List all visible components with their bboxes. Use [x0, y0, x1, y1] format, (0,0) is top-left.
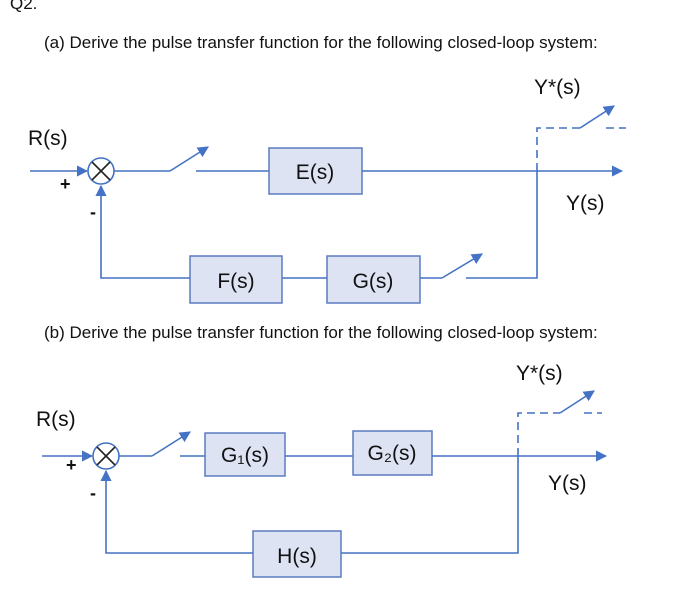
part-a-block-g-label: G(s) — [353, 270, 394, 293]
part-a-sampled-output-branch — [536, 127, 580, 171]
part-b-block-h-label: H(s) — [277, 545, 317, 568]
part-a-summing-junction — [87, 157, 115, 185]
part-b-prompt: (b) Derive the pulse transfer function f… — [44, 323, 598, 342]
part-a-diagram: E(s) G(s) F(s) — [30, 105, 626, 304]
part-a-block-f: F(s) — [189, 255, 283, 304]
part-b-block-g2: G₂(s) — [352, 430, 433, 476]
part-b-plus-sign: + — [66, 455, 77, 475]
part-a-output-sampler — [579, 105, 615, 129]
part-a-input-sampler — [169, 146, 209, 172]
part-b-sampled-output-label: Y*(s) — [516, 362, 563, 385]
part-a-block-f-label: F(s) — [217, 270, 254, 293]
part-b-block-g1: G₁(s) — [204, 432, 286, 477]
part-a-feedback-sampler — [441, 253, 483, 279]
question-number: Q2. — [10, 0, 38, 13]
part-b-summing-junction — [92, 442, 120, 470]
part-a-sampled-output-label: Y*(s) — [534, 76, 581, 99]
part-b-sampled-output-branch — [517, 412, 560, 456]
part-a-input-label: R(s) — [28, 127, 68, 150]
part-a-prompt: (a) Derive the pulse transfer function f… — [44, 33, 598, 52]
part-b-block-h: H(s) — [252, 530, 342, 578]
part-b-block-g2-label: G₂(s) — [368, 442, 417, 465]
part-a-block-g: G(s) — [326, 255, 421, 304]
part-a-output-label: Y(s) — [566, 192, 605, 215]
part-a-feedback-wire — [466, 171, 538, 279]
part-b-diagram: G₁(s) G₂(s) H(s) — [42, 390, 608, 578]
part-b-input-label: R(s) — [36, 408, 76, 431]
part-b-block-g1-label: G₁(s) — [221, 444, 269, 467]
part-b-output-label: Y(s) — [548, 472, 587, 495]
part-a-minus-sign: - — [90, 202, 96, 222]
part-b-input-sampler — [151, 431, 191, 457]
part-b-feedback-wire — [341, 456, 519, 554]
part-b-minus-sign: - — [90, 483, 96, 503]
part-a-plus-sign: + — [60, 174, 71, 194]
part-a-block-e-label: E(s) — [296, 161, 335, 184]
part-a-block-e: E(s) — [268, 147, 363, 195]
part-b-feedback-return-wire — [100, 469, 253, 554]
part-a-feedback-return-wire — [95, 184, 190, 279]
part-b-output-sampler — [559, 390, 595, 414]
